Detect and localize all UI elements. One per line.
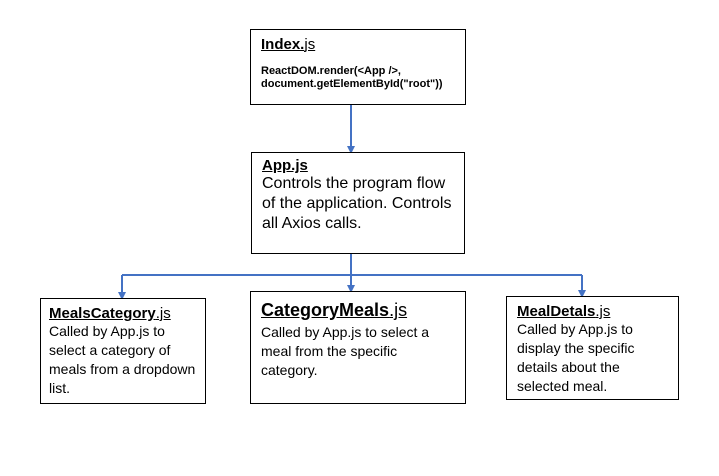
index-title-rest: js [304, 36, 316, 53]
index-code-line2: document.getElementById("root")) [261, 78, 443, 90]
index-node: Index.js ReactDOM.render(<App />, docume… [250, 29, 466, 105]
category-meals-node: CategoryMeals.js Called by App.js to sel… [250, 291, 466, 404]
meals-category-node-title: MealsCategory.js [49, 305, 197, 322]
app-node: App.js Controls the program flow of the … [251, 152, 465, 254]
app-node-description: Controls the program flow of the applica… [262, 175, 452, 232]
index-node-code: ReactDOM.render(<App />, document.getEle… [261, 65, 455, 91]
category-meals-title-bold: CategoryMeals [261, 300, 390, 320]
meal-details-node-description: Called by App.js to display the specific… [517, 321, 635, 394]
index-code-line1: ReactDOM.render(<App />, [261, 65, 401, 77]
meals-category-node-description: Called by App.js to select a category of… [49, 323, 196, 396]
meal-details-node-title: MealDetals.js [517, 303, 668, 320]
meal-details-node: MealDetals.js Called by App.js to displa… [506, 296, 679, 400]
meals-category-node: MealsCategory.js Called by App.js to sel… [40, 298, 206, 404]
app-node-title: App.js [262, 157, 454, 174]
index-title-bold: Index. [261, 36, 305, 53]
category-meals-title-rest: .js [389, 300, 408, 320]
app-title-bold: App.js [262, 157, 308, 174]
meal-details-title-bold: MealDetals [517, 303, 596, 320]
index-node-title: Index.js [261, 36, 455, 53]
meals-category-title-rest: .js [155, 305, 171, 322]
category-meals-node-description: Called by App.js to select a meal from t… [261, 324, 430, 378]
category-meals-node-title: CategoryMeals.js [261, 300, 455, 321]
meals-category-title-bold: MealsCategory [49, 305, 156, 322]
meal-details-title-rest: .js [595, 303, 611, 320]
